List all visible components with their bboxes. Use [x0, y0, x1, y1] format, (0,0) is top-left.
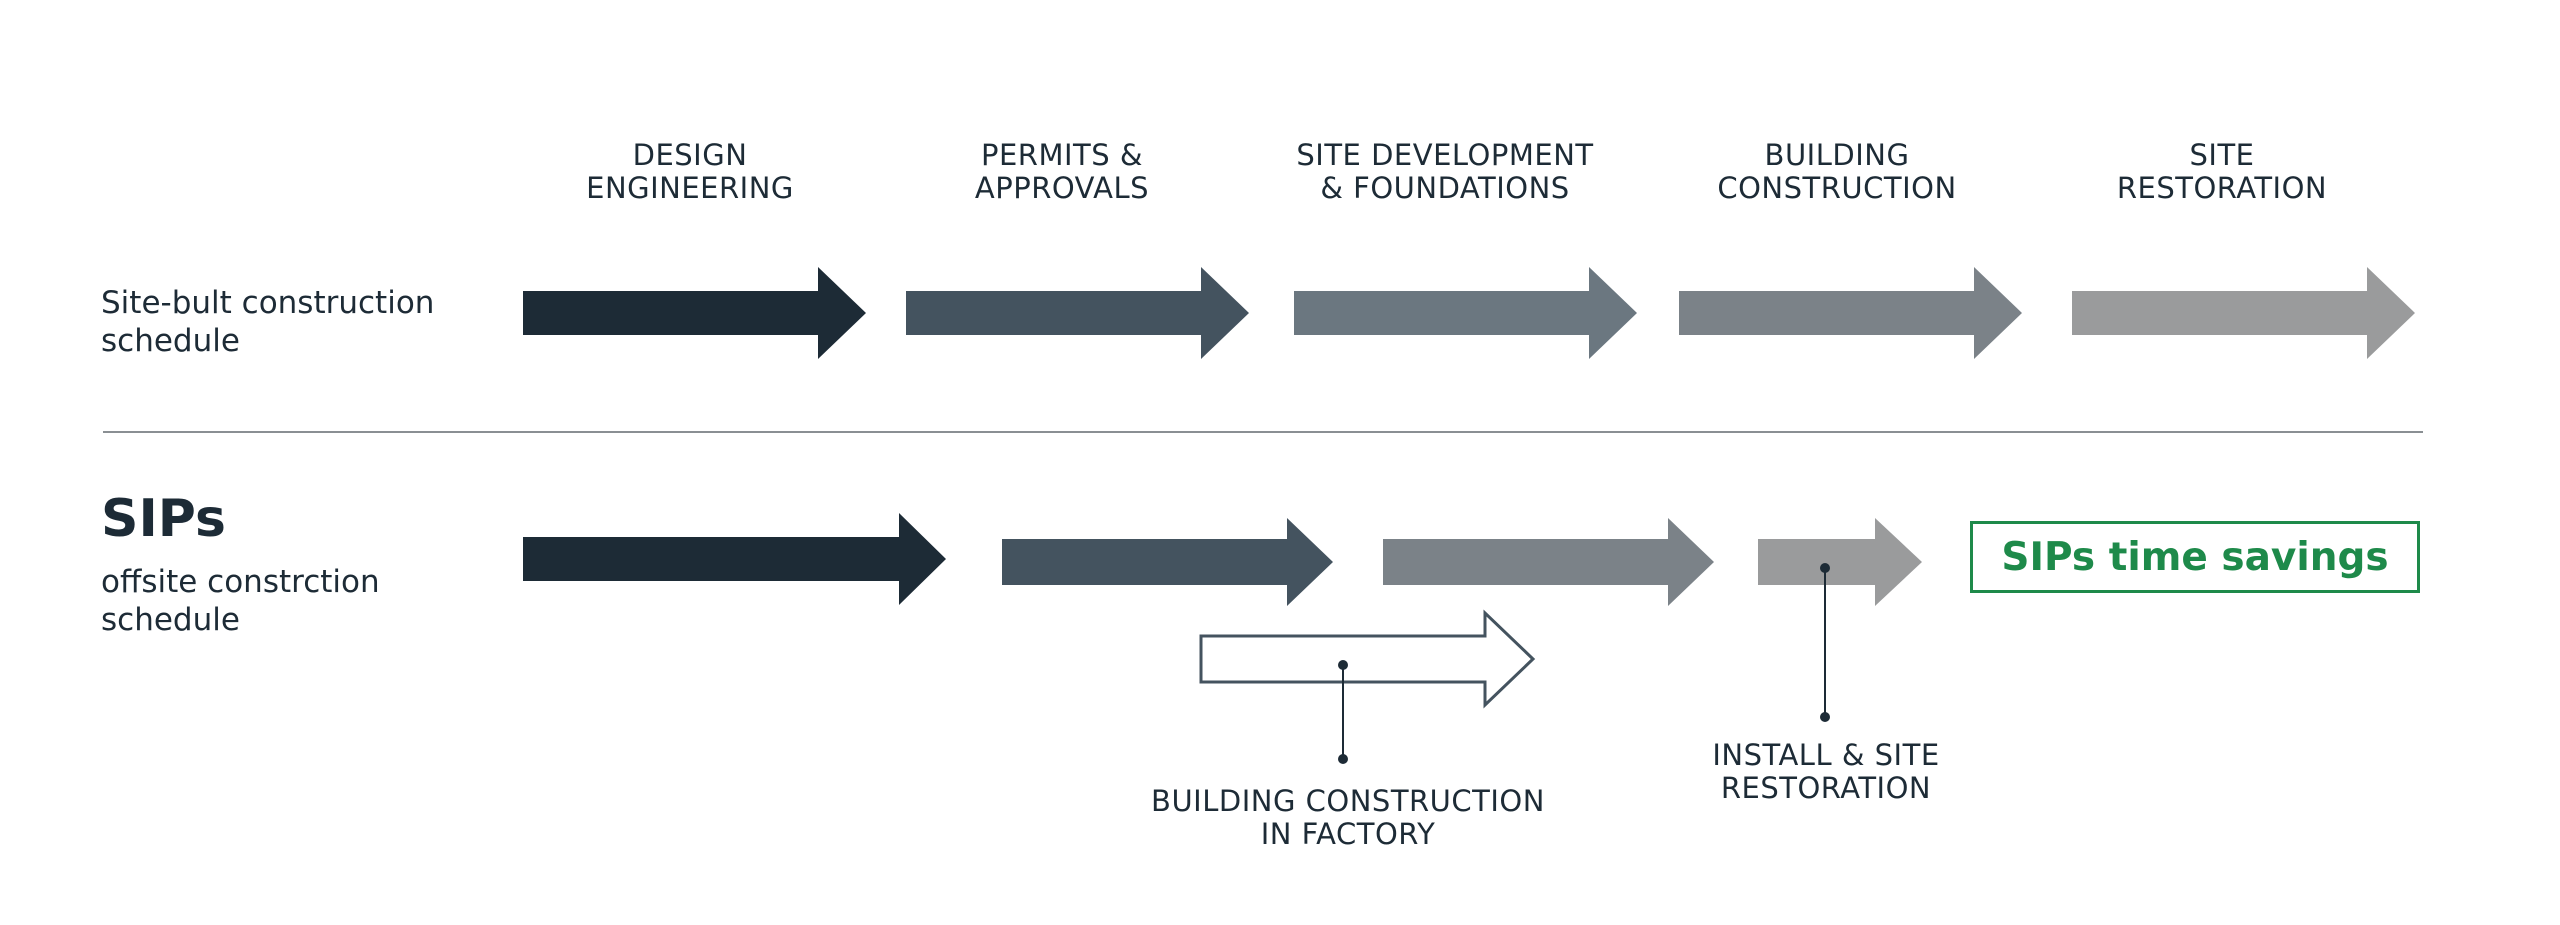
sips-time-savings-label: SIPs time savings	[2001, 534, 2389, 580]
factory-callout-dot-bottom	[1338, 754, 1348, 764]
site-built-arrow-site-restoration	[2072, 267, 2415, 359]
sips-time-savings-box: SIPs time savings	[1970, 521, 2420, 593]
sips-arrow-install-site-restoration	[1758, 518, 1922, 606]
sips-row-title: SIPs	[101, 489, 226, 549]
phase-label-building-construction: BUILDING CONSTRUCTION	[1717, 138, 1957, 205]
sips-arrow-factory-construction	[1199, 609, 1536, 709]
install-callout-dot-top	[1820, 563, 1830, 573]
site-built-arrow-permits-approvals	[906, 267, 1249, 359]
sips-row-subtitle: offsite constrction schedule	[101, 564, 380, 638]
site-built-row-label: Site-bult construction schedule	[101, 285, 435, 359]
site-built-arrow-design-engineering	[523, 267, 866, 359]
phase-label-permits-approvals: PERMITS & APPROVALS	[974, 138, 1150, 205]
sips-arrow-permits-approvals	[1002, 518, 1333, 606]
sips-arrow-site-development	[1383, 518, 1714, 606]
install-callout-label: INSTALL & SITE RESTORATION	[1712, 738, 1940, 805]
factory-callout-dot-top	[1338, 660, 1348, 670]
site-built-arrow-site-development	[1294, 267, 1637, 359]
sips-arrow-design-engineering	[523, 513, 946, 605]
install-callout-dot-bottom	[1820, 712, 1830, 722]
phase-label-site-restoration: SITE RESTORATION	[2116, 138, 2328, 205]
site-built-arrow-building-construction	[1679, 267, 2022, 359]
phase-label-design-engineering: DESIGN ENGINEERING	[586, 138, 794, 205]
phase-label-site-development: SITE DEVELOPMENT & FOUNDATIONS	[1296, 138, 1594, 205]
factory-callout-label: BUILDING CONSTRUCTION IN FACTORY	[1151, 784, 1545, 851]
